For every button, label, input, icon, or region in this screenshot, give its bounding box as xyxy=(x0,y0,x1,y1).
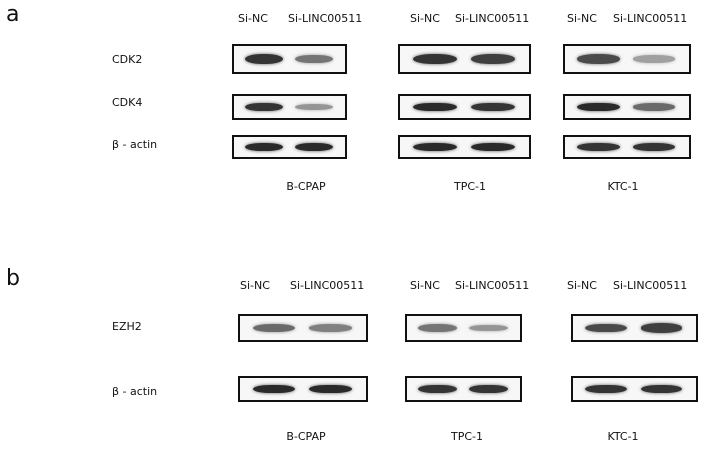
cell-line-label: KTC-1 xyxy=(607,430,639,443)
lane-label-si-nc: Si-NC xyxy=(567,279,597,292)
lane-label-si-nc: Si-NC xyxy=(238,12,268,25)
protein-band xyxy=(585,384,628,394)
lane-label-si-linc00511: Si-LINC00511 xyxy=(613,279,688,292)
protein-label: EZH2 xyxy=(112,320,142,333)
blot-strip xyxy=(563,44,691,74)
protein-band xyxy=(633,55,676,63)
blot-strip xyxy=(398,94,531,120)
protein-band xyxy=(633,103,676,111)
protein-band xyxy=(577,102,620,112)
panel-letter: b xyxy=(6,266,20,291)
protein-band xyxy=(633,143,676,151)
protein-band xyxy=(252,324,296,332)
blot-strip xyxy=(571,314,698,342)
lane-label-si-linc00511: Si-LINC00511 xyxy=(288,12,363,25)
lane-label-si-nc: Si-NC xyxy=(410,12,440,25)
protein-band xyxy=(577,143,620,151)
protein-band xyxy=(412,102,457,112)
lane-label-si-linc00511: Si-LINC00511 xyxy=(613,12,688,25)
cell-line-label: KTC-1 xyxy=(607,180,639,193)
lane-label-si-nc: Si-NC xyxy=(240,279,270,292)
protein-band xyxy=(412,143,457,151)
protein-band xyxy=(470,143,515,151)
protein-band xyxy=(585,323,628,333)
blot-strip xyxy=(405,376,522,402)
blot-strip xyxy=(571,376,698,402)
blot-strip xyxy=(398,135,531,159)
protein-band xyxy=(245,53,283,65)
lane-label-si-nc: Si-NC xyxy=(410,279,440,292)
protein-band xyxy=(295,54,333,64)
protein-band xyxy=(640,323,683,333)
blot-strip xyxy=(238,314,368,342)
protein-label: β - actin xyxy=(112,385,158,398)
protein-band xyxy=(295,103,333,111)
protein-band xyxy=(412,53,457,65)
protein-band xyxy=(245,102,283,112)
protein-band xyxy=(640,384,683,394)
protein-band xyxy=(470,102,515,112)
protein-band xyxy=(252,384,296,394)
protein-band xyxy=(309,324,353,332)
blot-strip xyxy=(563,135,691,159)
protein-band xyxy=(470,54,515,64)
protein-label: CDK4 xyxy=(112,96,143,109)
blot-strip xyxy=(232,44,347,74)
blot-strip xyxy=(398,44,531,74)
blot-strip xyxy=(405,314,522,342)
lane-label-si-linc00511: Si-LINC00511 xyxy=(290,279,365,292)
protein-band xyxy=(295,143,333,151)
blot-strip xyxy=(232,135,347,159)
protein-band xyxy=(309,384,353,394)
panel-letter: a xyxy=(6,2,20,27)
protein-label: β - actin xyxy=(112,138,158,151)
cell-line-label: TPC-1 xyxy=(450,430,484,443)
protein-band xyxy=(245,143,283,151)
protein-band xyxy=(577,54,620,64)
cell-line-label: B-CPAP xyxy=(286,180,326,193)
protein-band xyxy=(418,384,457,394)
lane-label-si-linc00511: Si-LINC00511 xyxy=(455,279,530,292)
protein-band xyxy=(418,324,457,332)
cell-line-label: TPC-1 xyxy=(453,180,487,193)
lane-label-si-nc: Si-NC xyxy=(567,12,597,25)
blot-strip xyxy=(238,376,368,402)
blot-strip xyxy=(563,94,691,120)
protein-band xyxy=(469,324,508,332)
protein-band xyxy=(469,384,508,394)
blot-strip xyxy=(232,94,347,120)
cell-line-label: B-CPAP xyxy=(286,430,326,443)
protein-label: CDK2 xyxy=(112,53,143,66)
lane-label-si-linc00511: Si-LINC00511 xyxy=(455,12,530,25)
